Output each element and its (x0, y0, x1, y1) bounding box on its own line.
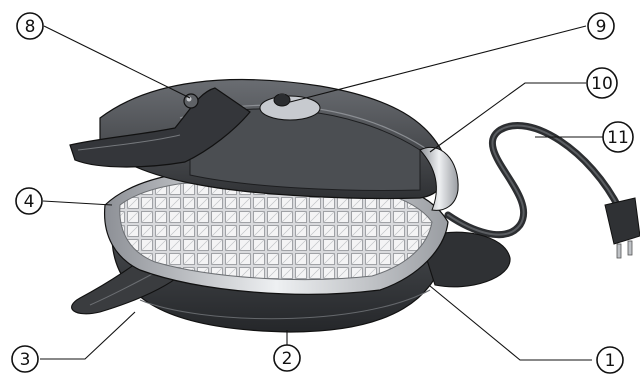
callout-11: 11 (603, 122, 633, 152)
callout-1: 1 (597, 347, 623, 373)
callout-3: 3 (12, 346, 38, 372)
callout-2: 2 (274, 345, 300, 371)
callout-label-9: 9 (596, 17, 607, 37)
callout-label-8: 8 (25, 17, 36, 37)
callout-label-3: 3 (20, 350, 31, 370)
callout-label-1: 1 (605, 351, 616, 371)
callout-4: 4 (16, 188, 42, 214)
power-cord (448, 126, 620, 235)
callout-label-2: 2 (282, 349, 293, 369)
callout-label-10: 10 (591, 74, 613, 94)
callout-10: 10 (587, 68, 617, 98)
callout-8: 8 (17, 13, 43, 39)
callout-9: 9 (588, 13, 614, 39)
power-plug (605, 198, 640, 258)
callout-label-4: 4 (24, 192, 35, 212)
callout-label-11: 11 (607, 128, 629, 148)
